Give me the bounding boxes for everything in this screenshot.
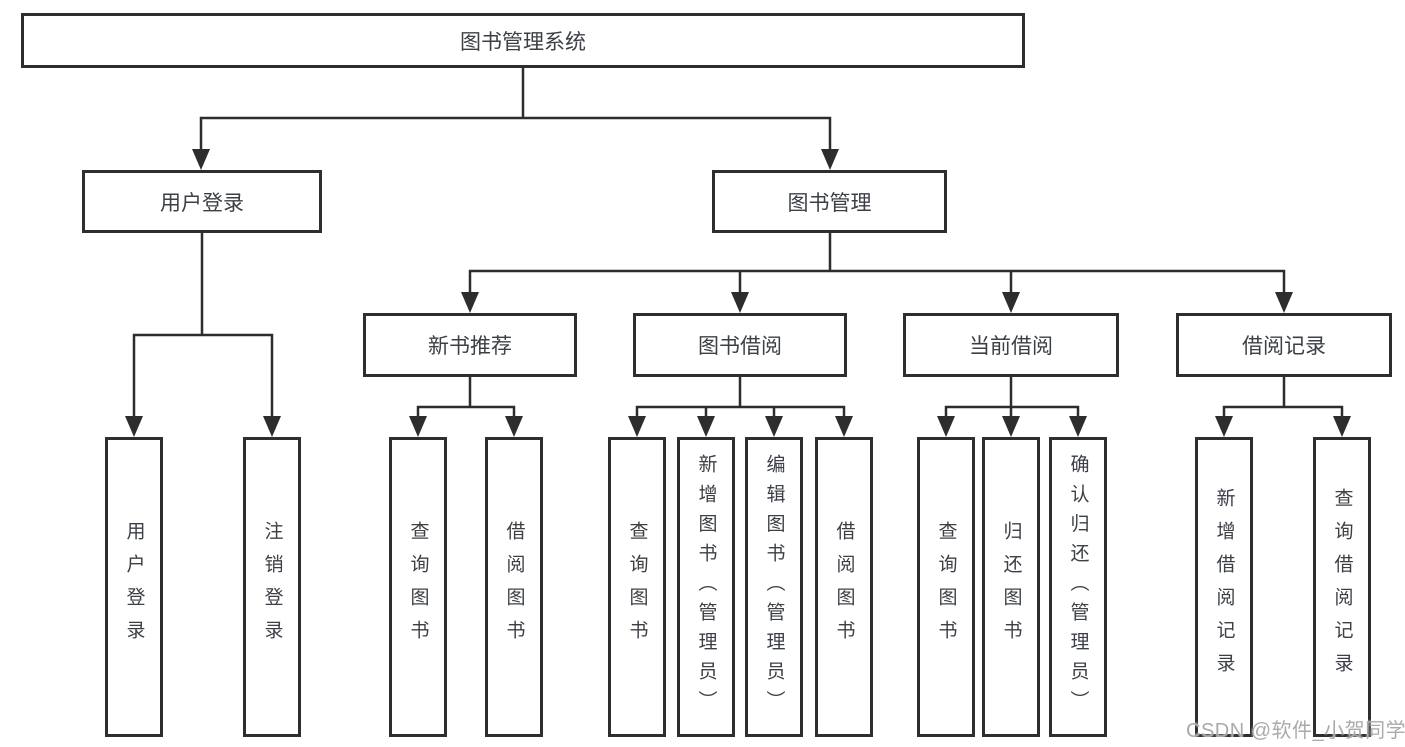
leaf-add-book-admin: 新增图书（管理员） bbox=[677, 437, 735, 737]
leaf-query-borrow-record: 查询借阅记录 bbox=[1313, 437, 1371, 737]
leaf-user-login: 用户登录 bbox=[105, 437, 163, 737]
node-label: 新书推荐 bbox=[428, 335, 512, 358]
node-label: 借阅图书 bbox=[833, 521, 855, 653]
leaf-borrow-books-borrow: 借阅图书 bbox=[815, 437, 873, 737]
node-current-borrowing: 当前借阅 bbox=[903, 313, 1119, 377]
node-label: 注销登录 bbox=[261, 521, 283, 653]
node-label: 图书管理 bbox=[787, 191, 872, 215]
node-label: 当前借阅 bbox=[969, 335, 1053, 358]
node-book-borrowing: 图书借阅 bbox=[633, 313, 847, 377]
leaf-add-borrow-record: 新增借阅记录 bbox=[1195, 437, 1253, 737]
leaf-return-book: 归还图书 bbox=[982, 437, 1040, 737]
node-label: 新增借阅记录 bbox=[1213, 488, 1235, 686]
node-label: 确认归还（管理员） bbox=[1067, 454, 1089, 720]
node-label: 归还图书 bbox=[1000, 521, 1022, 653]
leaf-confirm-return-admin: 确认归还（管理员） bbox=[1049, 437, 1107, 737]
node-book-management: 图书管理 bbox=[712, 170, 947, 233]
node-label: 图书借阅 bbox=[698, 335, 782, 358]
node-label: 新增图书（管理员） bbox=[695, 454, 717, 720]
leaf-query-books-borrow: 查询图书 bbox=[608, 437, 666, 737]
leaf-query-books-recommend: 查询图书 bbox=[389, 437, 447, 737]
node-label: 借阅图书 bbox=[503, 521, 525, 653]
node-label: 查询图书 bbox=[626, 521, 648, 653]
node-label: 查询图书 bbox=[407, 521, 429, 653]
leaf-query-books-current: 查询图书 bbox=[917, 437, 975, 737]
node-label: 查询借阅记录 bbox=[1331, 488, 1353, 686]
node-label: 用户登录 bbox=[123, 521, 145, 653]
node-label: 图书管理系统 bbox=[460, 30, 586, 54]
node-borrow-records: 借阅记录 bbox=[1176, 313, 1392, 377]
node-label: 查询图书 bbox=[935, 521, 957, 653]
node-label: 用户登录 bbox=[160, 191, 244, 215]
node-library-management-system: 图书管理系统 bbox=[21, 13, 1025, 68]
node-label: 借阅记录 bbox=[1242, 335, 1326, 358]
leaf-edit-book-admin: 编辑图书（管理员） bbox=[745, 437, 803, 737]
csdn-watermark: CSDN @软件_小贺同学 bbox=[1186, 720, 1405, 742]
leaf-borrow-books-recommend: 借阅图书 bbox=[485, 437, 543, 737]
node-new-book-recommend: 新书推荐 bbox=[363, 313, 577, 377]
node-label: 编辑图书（管理员） bbox=[763, 454, 785, 720]
leaf-logout: 注销登录 bbox=[243, 437, 301, 737]
node-user-login-group: 用户登录 bbox=[82, 170, 322, 233]
